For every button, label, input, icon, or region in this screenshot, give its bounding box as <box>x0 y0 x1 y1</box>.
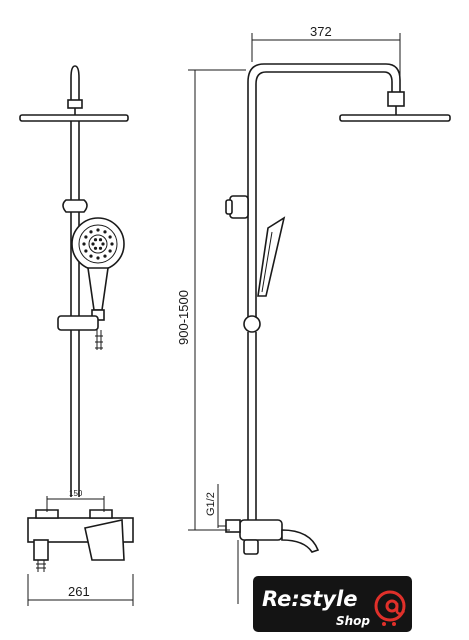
nozzle-dot <box>89 230 93 234</box>
side-rain-shower-head <box>339 114 451 122</box>
nozzle-dot <box>82 242 86 246</box>
front-mixer-outlet <box>33 539 49 561</box>
side-slider <box>243 315 261 333</box>
front-mixer-lever <box>84 519 125 561</box>
front-top-arm <box>70 65 80 100</box>
side-mixer-spout <box>281 529 320 553</box>
front-head-connector <box>67 99 83 109</box>
nozzle-dot <box>89 254 93 258</box>
front-rain-shower-head <box>19 114 129 122</box>
side-view: 372 900-1500 G1/2 <box>176 24 451 604</box>
dim-372-label: 372 <box>310 24 332 39</box>
nozzle-dot <box>110 242 114 246</box>
dim-261-label: 261 <box>68 584 90 599</box>
dim-150-label: 150 <box>69 489 83 498</box>
side-head-connector <box>387 91 405 107</box>
nozzle-dot <box>96 256 100 260</box>
side-mixer-outlet <box>243 539 259 555</box>
nozzle-dot <box>98 246 103 250</box>
front-hose <box>96 330 102 350</box>
dim-height-label: 900-1500 <box>176 290 191 345</box>
logo-main-text: Re:style <box>262 587 357 611</box>
side-shower-arm <box>247 63 401 330</box>
nozzle-dot <box>108 249 112 253</box>
nozzle-dot <box>84 235 88 239</box>
logo-background <box>253 576 412 632</box>
nozzle-dot <box>93 246 98 250</box>
front-diverter-knob <box>62 199 88 213</box>
front-mixer-left-connector <box>35 509 59 519</box>
front-mixer-thread <box>36 560 46 572</box>
nozzle-dot <box>84 249 88 253</box>
side-mixer-body <box>239 519 283 541</box>
nozzle-dot <box>103 254 107 258</box>
nozzle-pattern <box>82 228 114 260</box>
front-slider-bracket <box>57 315 99 331</box>
nozzle-dot <box>108 235 112 239</box>
nozzle-dot <box>91 242 95 246</box>
side-hand-shower <box>257 216 286 297</box>
front-mixer-right-connector <box>89 509 113 519</box>
logo-sub-text: Shop <box>336 614 370 628</box>
nozzle-dot <box>93 238 98 242</box>
front-view: 150 261 <box>19 65 134 606</box>
nozzle-dot <box>96 228 100 232</box>
nozzle-dot <box>98 238 103 242</box>
nozzle-dot <box>103 230 107 234</box>
front-hand-shower-handle <box>87 267 109 311</box>
front-hand-shower-head <box>71 217 125 271</box>
restyle-shop-logo: Re:style Shop <box>253 576 412 632</box>
dim-g12-label: G1/2 <box>205 492 217 516</box>
nozzle-dot <box>101 242 105 246</box>
at-cart-icon <box>374 590 406 622</box>
